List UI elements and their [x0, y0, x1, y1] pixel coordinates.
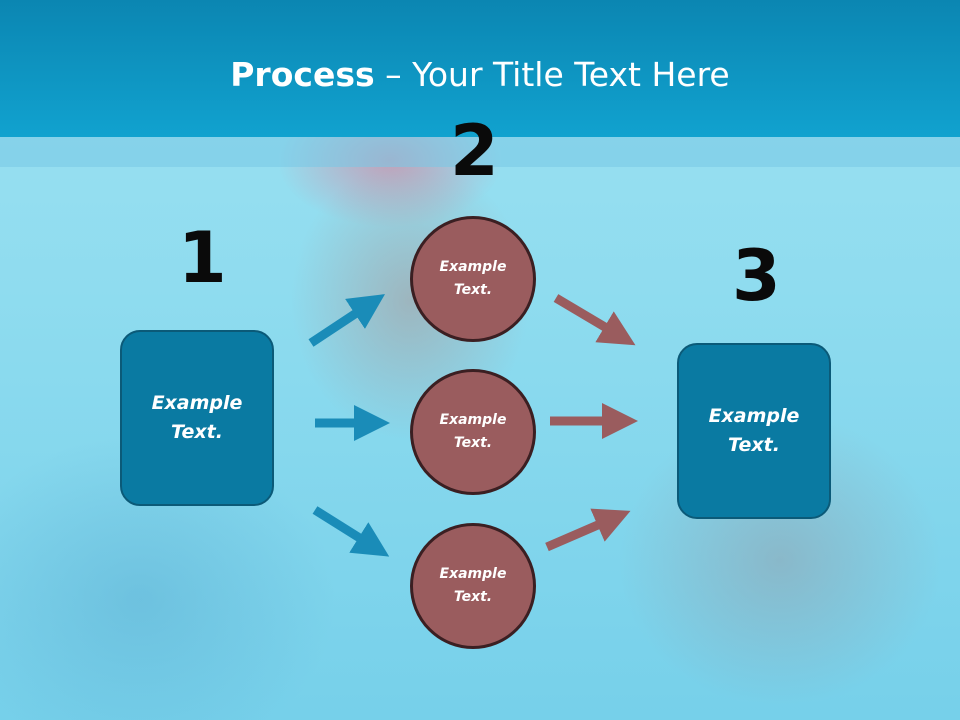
left-box-line2: Text. [171, 421, 223, 443]
right-box-line2: Text. [728, 434, 780, 456]
title-bold-part: Process [230, 55, 375, 94]
title-rest-part: – Your Title Text Here [374, 55, 730, 94]
process-circle-middle[interactable]: Example Text. [410, 369, 536, 495]
step-number-1[interactable]: 1 [178, 217, 227, 299]
arrow-bottom-to-right [545, 508, 631, 552]
left-box-line1: Example [151, 392, 243, 414]
step-number-3[interactable]: 3 [732, 235, 781, 317]
title-bar: Process – Your Title Text Here [0, 0, 960, 137]
right-process-box[interactable]: Example Text. [677, 343, 831, 519]
title-underband [0, 137, 960, 167]
arrow-left-to-top [308, 294, 386, 347]
right-box-line1: Example [708, 405, 800, 427]
step-number-2[interactable]: 2 [450, 110, 499, 192]
circle-top-line1: Example [439, 259, 507, 275]
process-circle-top[interactable]: Example Text. [410, 216, 536, 342]
arrow-left-to-bottom [312, 506, 390, 557]
left-process-box[interactable]: Example Text. [120, 330, 274, 506]
circle-middle-line1: Example [439, 412, 507, 428]
process-circle-bottom[interactable]: Example Text. [410, 523, 536, 649]
circle-bottom-line1: Example [439, 566, 507, 582]
circle-middle-line2: Text. [453, 435, 493, 451]
arrow-top-to-right [553, 294, 636, 346]
circle-bottom-line2: Text. [453, 589, 493, 605]
slide-title[interactable]: Process – Your Title Text Here [0, 52, 960, 98]
circle-top-line2: Text. [453, 282, 493, 298]
